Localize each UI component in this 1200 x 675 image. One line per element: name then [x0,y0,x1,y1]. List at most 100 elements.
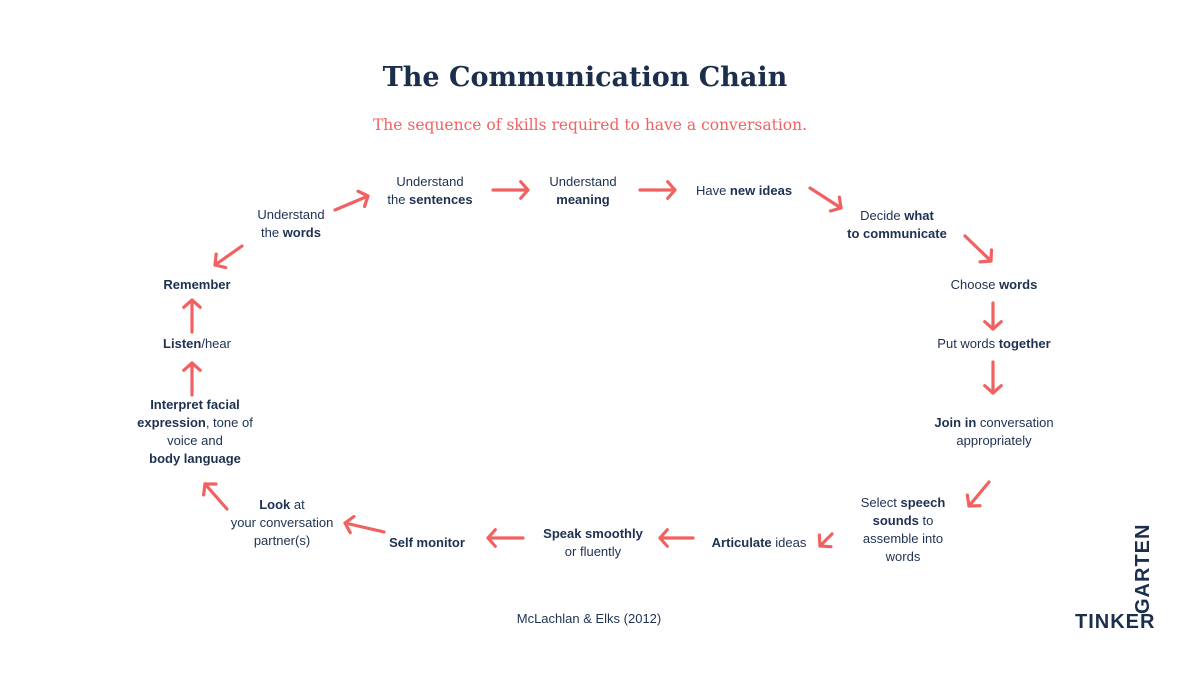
node-remember: Remember [163,276,230,294]
node-line: Interpret facial [137,396,253,414]
node-text: Choose [950,277,1000,292]
node-line: Articulate ideas [712,534,807,552]
node-text-bold: words [282,225,321,240]
arrow [182,361,202,397]
node-text: Put words [937,336,999,351]
arrow [963,234,994,264]
node-text: Understand [549,174,617,189]
node-text-bold: speech [900,495,946,510]
node-text: Understand [396,174,464,189]
arrow [983,301,1003,331]
node-line: Select speech [861,494,946,512]
node-text: to [918,513,934,528]
node-text-bold: Articulate [711,535,772,550]
node-text: /hear [201,336,231,351]
node-text: Decide [860,208,905,223]
node-text: appropriately [956,433,1032,448]
arrow [808,186,843,213]
node-line: expression, tone of [137,414,253,432]
node-text-bold: Join in [934,415,977,430]
node-line: or fluently [543,543,643,561]
node-line: Choose words [951,276,1038,294]
node-line: Self monitor [389,534,465,552]
node-line: partner(s) [231,532,334,550]
node-text-bold: new ideas [729,183,793,198]
arrow [983,360,1003,395]
node-choose-words: Choose words [951,276,1038,294]
node-text: Understand [257,207,325,222]
node-text-bold: body language [149,451,241,466]
node-line: sounds to [861,512,946,530]
node-understand-sentences: Understand the sentences [387,173,472,209]
node-have-new-ideas: Have new ideas [696,182,792,200]
node-line: Look at [231,496,334,514]
node-line: assemble into [861,530,946,548]
citation: McLachlan & Elks (2012) [516,611,662,626]
node-line: Join in conversation [934,414,1053,432]
node-line: to communicate [847,225,947,243]
diagram-title: The Communication Chain [382,62,788,93]
node-line: Understand [549,173,616,191]
node-self-monitor: Self monitor [389,534,465,552]
node-text: ideas [771,535,807,550]
node-text-bold: what [904,208,934,223]
node-text-bold: to communicate [847,226,947,241]
node-text: at [290,497,305,512]
node-text-bold: Listen [163,336,202,351]
node-line: meaning [549,191,616,209]
node-text-bold: expression [137,415,206,430]
logo-tinker: TINKER [1075,611,1156,633]
node-text-bold: sounds [872,513,919,528]
node-line: the sentences [387,191,472,209]
node-text: or fluently [564,544,622,559]
arrow [213,244,244,270]
node-line: Decide what [847,207,947,225]
node-text: Have [695,183,730,198]
node-text-bold: words [999,277,1038,292]
node-text-bold: Self monitor [389,535,465,550]
node-line: Have new ideas [696,182,792,200]
arrow [343,514,386,535]
node-text: , tone of [205,415,253,430]
node-text: partner(s) [253,533,311,548]
node-line: Listen/hear [163,335,231,353]
tinkergarten-logo: GARTEN TINKER [1072,524,1156,634]
node-text: words [885,549,921,564]
node-text-bold: Interpret facial [150,397,240,412]
arrow [965,480,991,508]
node-line: your conversation [231,514,334,532]
node-text: conversation [976,415,1054,430]
node-text-bold: meaning [556,192,610,207]
arrow [182,298,202,334]
node-line: appropriately [934,432,1053,450]
node-listen-hear: Listen/hear [163,335,231,353]
node-text: the [387,192,410,207]
arrow [333,189,370,212]
node-line: Put words together [937,335,1050,353]
node-articulate-ideas: Articulate ideas [712,534,807,552]
node-text: the [261,225,283,240]
arrow [491,180,530,200]
arrow [202,482,229,511]
node-text-bold: together [998,336,1051,351]
node-text: voice and [167,433,223,448]
node-text: Select [860,495,901,510]
node-line: Speak smoothly [543,525,643,543]
node-line: body language [137,450,253,468]
node-text-bold: Look [259,497,291,512]
node-line: Remember [163,276,230,294]
diagram-subtitle: The sequence of skills required to have … [372,116,808,134]
node-line: the words [257,224,324,242]
arrow [486,528,525,548]
arrow [817,532,834,549]
node-understand-the-words: Understand the words [257,206,324,242]
node-text-bold: Remember [163,277,231,292]
node-line: Understand [387,173,472,191]
